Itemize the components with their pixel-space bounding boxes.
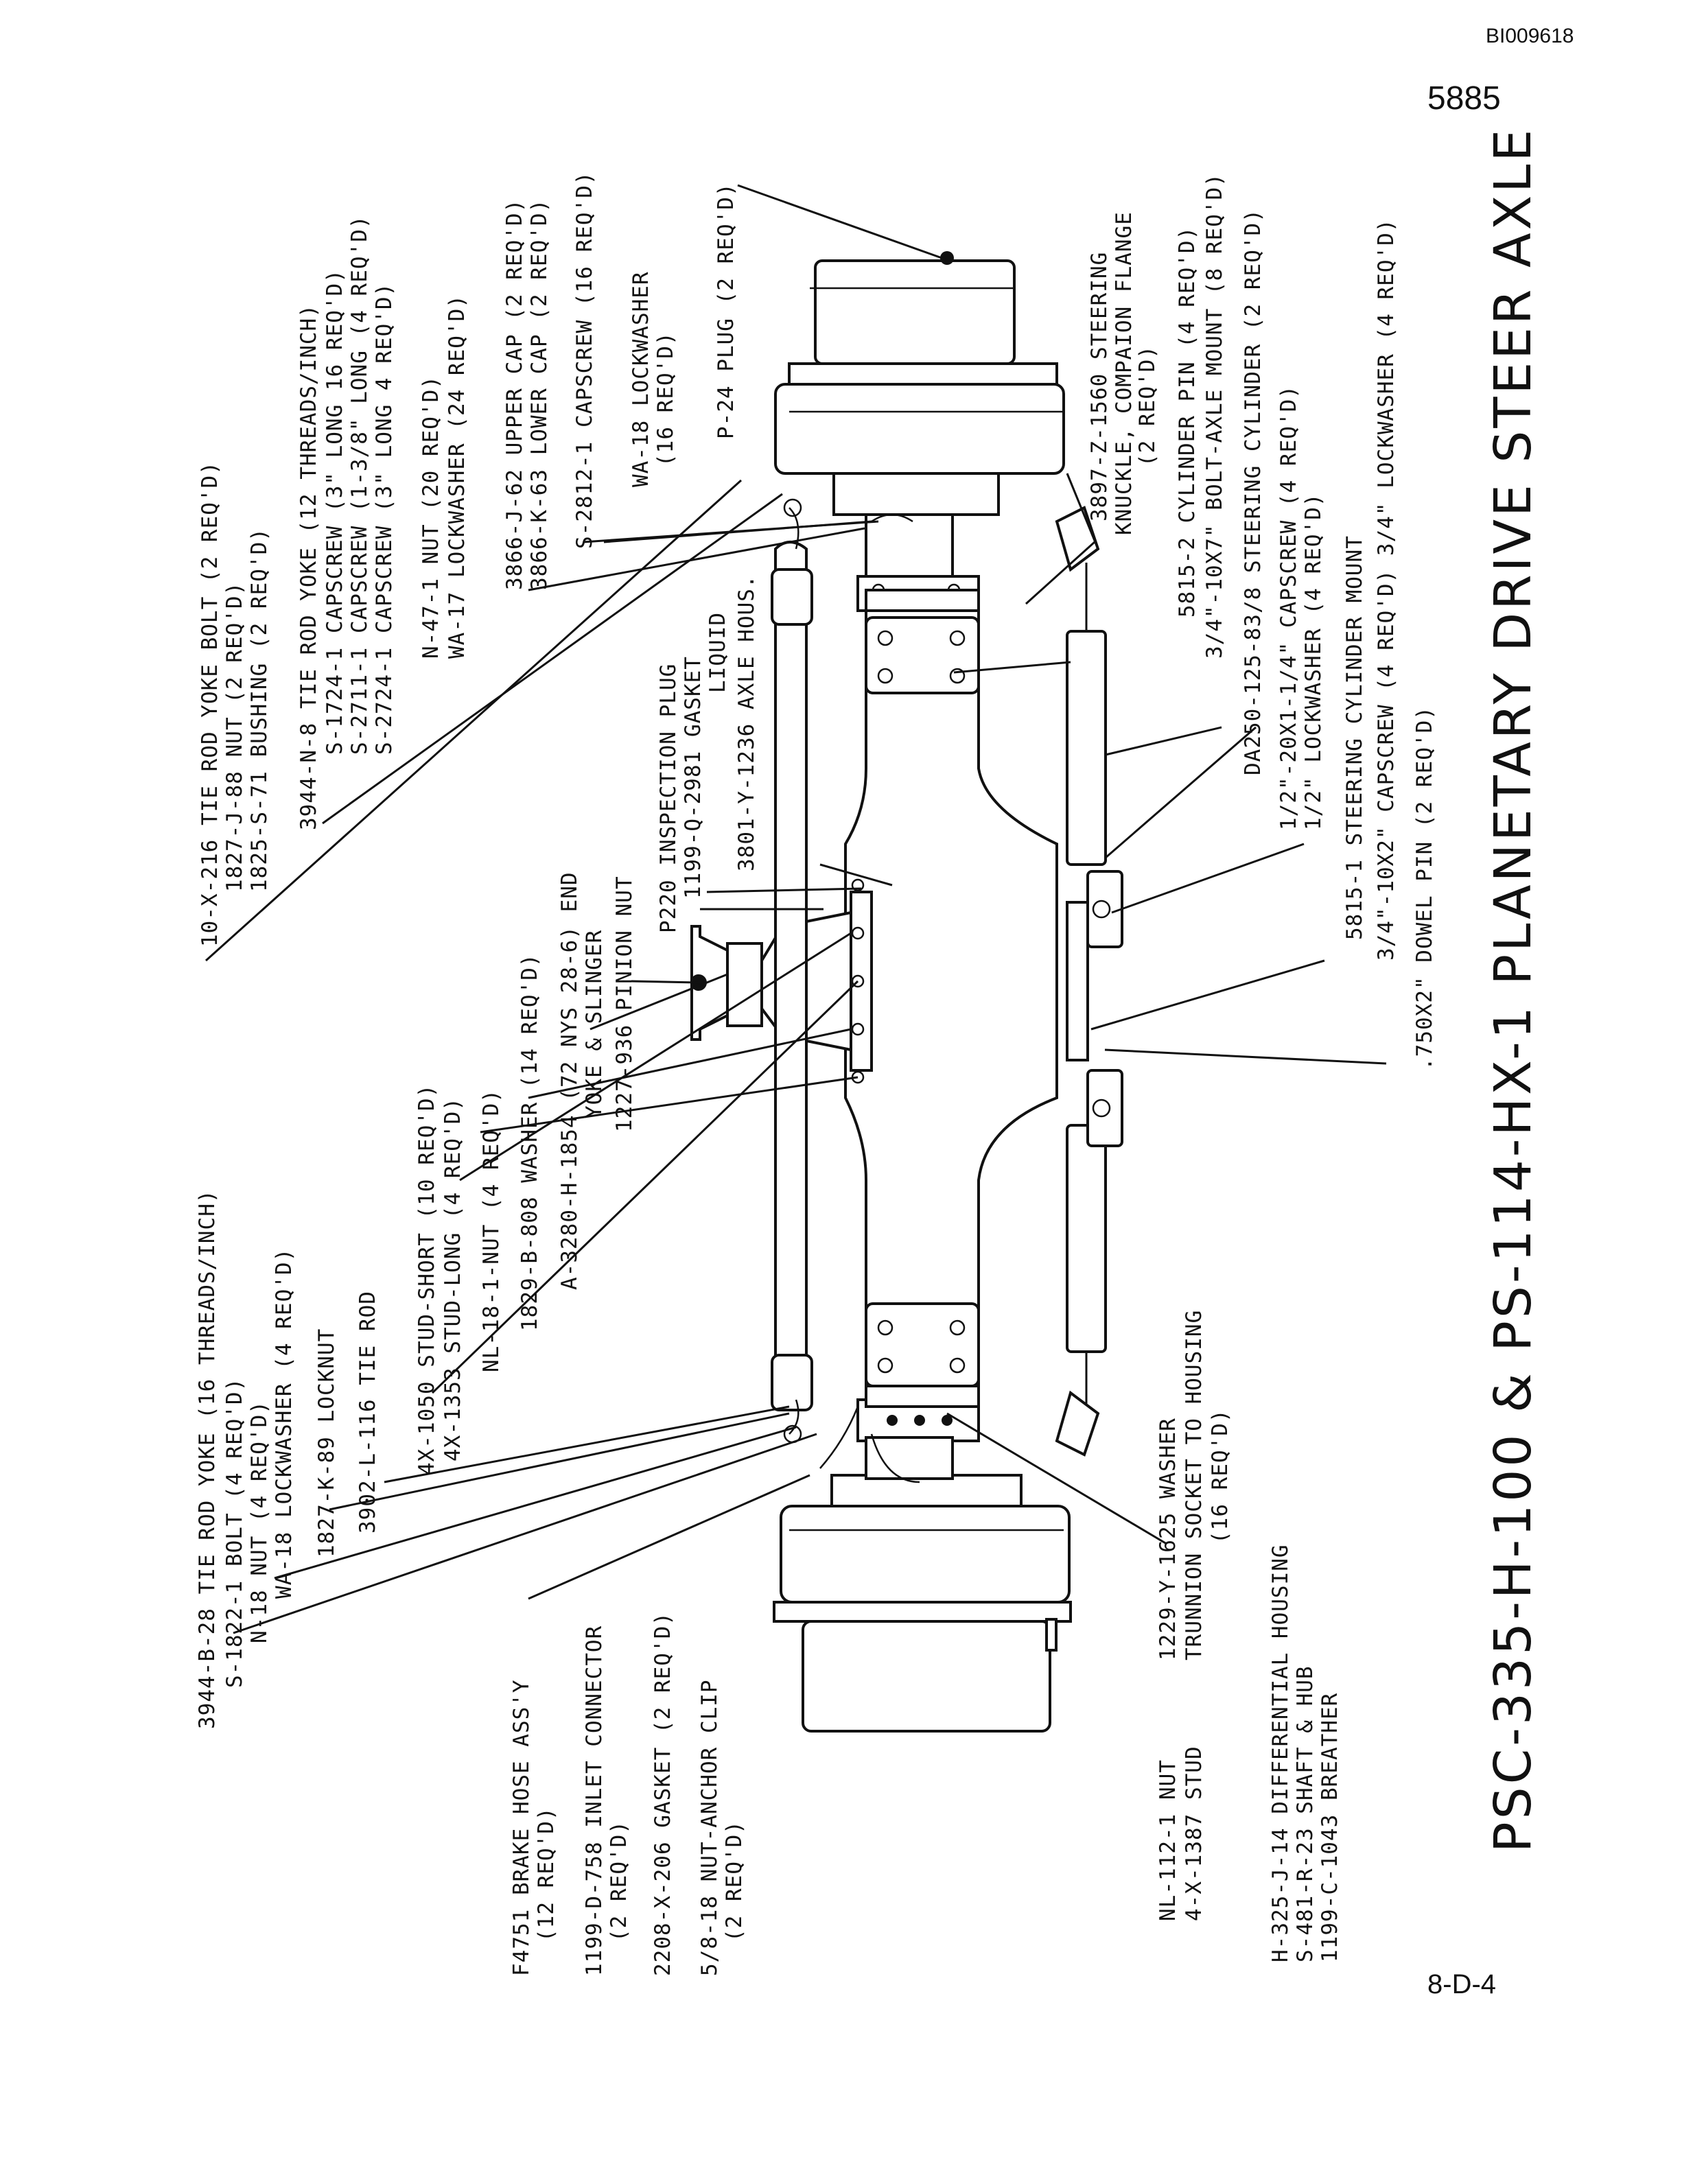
callout: H-325-J-14 DIFFERENTIAL HOUSING: [1268, 1544, 1293, 1962]
document-id: BI009618: [1486, 25, 1574, 47]
center-callouts: P220 INSPECTION PLUG 1199-Q-2981 GASKET …: [656, 574, 759, 933]
callout: 1199-D-758 INLET CONNECTOR: [582, 1625, 607, 1976]
steering-cylinders: [1055, 506, 1123, 1457]
callout: S-2711-1 CAPSCREW (1-3/8" LONG (4 REQ'D): [347, 215, 372, 755]
callout: 5815-1 STEERING CYLINDER MOUNT: [1342, 535, 1367, 940]
callout: DA250-125-83/8 STEERING CYLINDER (2 REQ'…: [1241, 209, 1265, 775]
callout: .750X2" DOWEL PIN (2 REQ'D): [1412, 706, 1437, 1070]
callout: S-1724-1 CAPSCREW (3" LONG 16 REQ'D): [323, 269, 347, 755]
callout: NL-112-1 NUT: [1156, 1759, 1180, 1921]
callout: 1827-K-89 LOCKNUT: [314, 1328, 339, 1558]
axle-housing: [844, 589, 1058, 1408]
callout: (16 REQ'D): [1208, 1409, 1233, 1544]
callout: 5/8-18 NUT-ANCHOR CLIP: [697, 1679, 722, 1976]
callout: 3944-N-8 TIE ROD YOKE (12 THREADS/INCH): [296, 304, 321, 830]
lower-wheel-hub: [773, 1474, 1072, 1733]
callout: WA-18 LOCKWASHER (4 REQ'D): [272, 1248, 296, 1599]
callout: 1227-936 PINION NUT: [612, 876, 637, 1132]
callout: (12 REQ'D): [534, 1807, 559, 1942]
callout: WA-18 LOCKWASHER: [629, 271, 653, 487]
callout: 10-X-216 TIE ROD YOKE BOLT (2 REQ'D): [198, 461, 222, 947]
callout: 1825-S-71 BUSHING (2 REQ'D): [247, 528, 272, 892]
callout: 2208-X-206 GASKET (2 REQ'D): [651, 1612, 675, 1976]
callout: (2 REQ'D): [607, 1820, 631, 1942]
upper-right-callouts: 10-X-216 TIE ROD YOKE BOLT (2 REQ'D) 182…: [198, 171, 738, 947]
callout: 3866-J-62 UPPER CAP (2 REQ'D): [502, 199, 527, 590]
callout: (2 REQ'D): [722, 1820, 747, 1942]
callout: N-18 NUT (4 REQ'D): [247, 1400, 272, 1643]
callout: A-3280-H-1854 (72 NYS 28-6) END: [557, 871, 582, 1290]
callout: KNUCKLE, COMPAION FLANGE: [1112, 211, 1136, 535]
callout: 1/2" LOCKWASHER (4 REQ'D): [1301, 493, 1326, 830]
callout: 3/4"-10X7" BOLT-AXLE MOUNT (8 REQ'D): [1202, 173, 1227, 659]
lower-center-callouts: NL-112-1 NUT 4-X-1387 STUD 1229-Y-1625 W…: [1156, 1310, 1233, 1921]
callout: 1/2"-20X1-1/4" CAPSCREW (4 REQ'D): [1276, 385, 1301, 830]
callout: 1229-Y-1625 WASHER: [1156, 1418, 1180, 1660]
lower-left-callouts: F4751 BRAKE HOSE ASS'Y (12 REQ'D) 1199-D…: [509, 1612, 747, 1976]
callout: F4751 BRAKE HOSE ASS'Y: [509, 1679, 534, 1976]
callout: S-1822-1 BOLT (4 REQ'D): [222, 1378, 247, 1688]
upper-left-callouts: 3944-B-28 TIE ROD YOKE (16 THREADS/INCH)…: [195, 871, 637, 1729]
callout: 3944-B-28 TIE ROD YOKE (16 THREADS/INCH): [195, 1189, 220, 1729]
callout: 1827-J-88 NUT (2 REQ'D): [222, 582, 247, 892]
callout: (2 REQ'D): [1135, 345, 1160, 467]
callout: S-2724-1 CAPSCREW (3" LONG 4 REQ'D): [372, 283, 397, 755]
upper-wheel-hub: [774, 251, 1065, 516]
drawing-title: PSC-335-H-100 & PS-114-HX-1 PLANETARY DR…: [1484, 127, 1543, 1853]
callout: P220 INSPECTION PLUG: [656, 664, 681, 933]
callout: S-2812-1 CAPSCREW (16 REQ'D): [572, 171, 597, 549]
callout: 1199-C-1043 BREATHER: [1318, 1693, 1342, 1962]
page-number: 5885: [1427, 80, 1501, 117]
callout: YOKE & SLINGER: [582, 930, 607, 1118]
axle-assembly: [690, 251, 1123, 1733]
callout: 5815-2 CYLINDER PIN (4 REQ'D): [1175, 226, 1200, 618]
callout: 3902-L-116 TIE ROD: [355, 1291, 380, 1534]
callout: 4-X-1387 STUD: [1182, 1746, 1206, 1921]
leader-lines: [205, 184, 1387, 1634]
callout: 3801-Y-1236 AXLE HOUS.: [734, 574, 759, 871]
brake-hoses: [819, 513, 920, 1483]
callout: 1199-Q-2981 GASKET: [681, 656, 705, 899]
lower-steering-knuckle: [856, 1398, 980, 1480]
callout: 3866-K-63 LOWER CAP (2 REQ'D): [527, 199, 552, 590]
callout: 3/4"-10X2" CAPSCREW (4 REQ'D) 3/4" LOCKW…: [1374, 219, 1399, 961]
callout: 3897-Z-1560 STEERING: [1087, 252, 1112, 521]
callout: 1829-B-808 WASHER (14 REQ'D): [517, 953, 542, 1331]
callout: WA-17 LOCKWASHER (24 REQ'D): [445, 294, 469, 659]
callout: LIQUID: [705, 612, 730, 693]
callout: P-24 PLUG (2 REQ'D): [714, 183, 738, 439]
callout: N-47-1 NUT (20 REQ'D): [419, 375, 443, 659]
right-callouts: 3897-Z-1560 STEERING KNUCKLE, COMPAION F…: [1087, 173, 1437, 1070]
callout: 4X-1050 STUD-SHORT (10 REQ'D): [414, 1084, 439, 1475]
callout: (16 REQ'D): [653, 331, 678, 467]
lower-right-callouts: H-325-J-14 DIFFERENTIAL HOUSING S-481-R-…: [1268, 1544, 1342, 1962]
callout: 4X-1353 STUD-LONG (4 REQ'D): [441, 1097, 465, 1461]
callout: TRUNNION SOCKET TO HOUSING: [1182, 1310, 1206, 1660]
callout: NL-18-1-NUT (4 REQ'D): [479, 1089, 504, 1372]
callout: S-481-R-23 SHAFT & HUB: [1293, 1665, 1318, 1962]
sheet-code: 8-D-4: [1427, 1969, 1497, 1999]
